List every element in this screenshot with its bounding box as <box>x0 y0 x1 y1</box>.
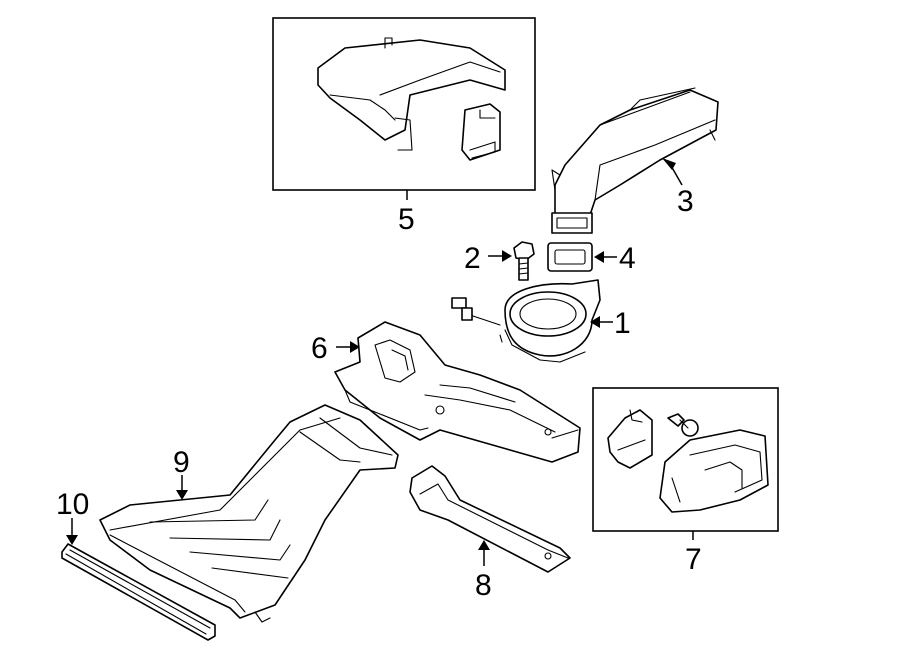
callout-2: 2 <box>464 242 481 275</box>
part-1-blower <box>451 279 601 363</box>
part-4-gasket <box>547 242 593 272</box>
callout-7: 7 <box>685 543 702 576</box>
leader-3 <box>669 163 683 186</box>
callout-4: 4 <box>619 242 636 275</box>
callout-9: 9 <box>173 446 190 479</box>
part-6-duct <box>334 321 581 463</box>
callout-6: 6 <box>311 332 328 365</box>
callout-10: 10 <box>56 488 89 521</box>
part-10-strip <box>61 543 216 641</box>
callout-3: 3 <box>677 185 694 218</box>
callout-8: 8 <box>475 569 492 602</box>
part-3-duct <box>551 87 719 234</box>
inset-box-part-5 <box>272 17 536 191</box>
callout-1: 1 <box>614 307 631 340</box>
part-2-bolt <box>513 241 535 281</box>
part-9-duct <box>99 404 399 623</box>
part-8-bar <box>409 465 571 573</box>
callout-5: 5 <box>398 203 415 236</box>
inset-box-part-7 <box>592 387 779 532</box>
